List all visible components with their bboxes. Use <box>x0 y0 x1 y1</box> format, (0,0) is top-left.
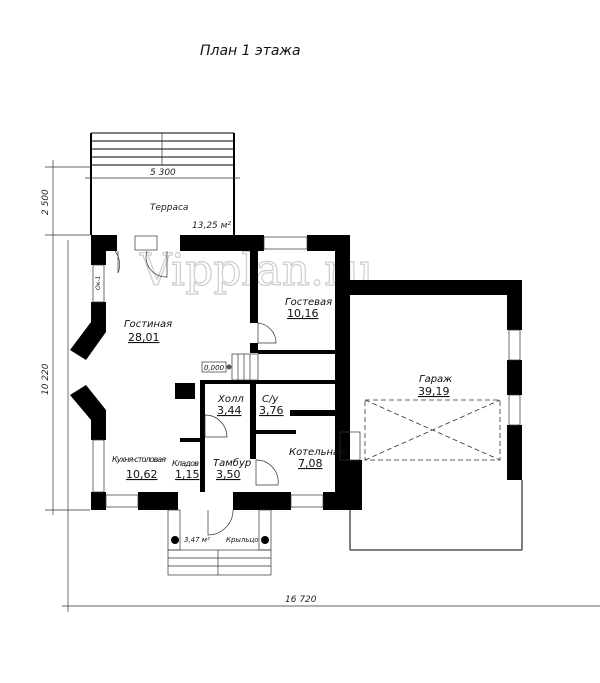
walls <box>70 235 523 551</box>
terrace-width-dim: 5 300 <box>150 168 176 178</box>
total-width-dim: 16 720 <box>285 595 317 605</box>
room-wc-area: 3,76 <box>259 404 284 417</box>
house-depth-dim: 10 220 <box>41 363 51 395</box>
room-guest-name: Гостевая <box>285 297 332 308</box>
room-labels: Гостевая 10,16 Гостиная 28,01 Холл 3,44 … <box>112 297 452 481</box>
room-boiler-name: Котельная <box>289 447 345 458</box>
doors <box>114 250 279 536</box>
room-kitchen-area: 10,62 <box>126 468 158 481</box>
room-vestibule-name: Тамбур <box>213 457 251 469</box>
terrace: 5 300 Терраса 13,25 м² <box>85 132 240 235</box>
room-living-name: Гостиная <box>124 319 172 330</box>
terrace-area: 13,25 м² <box>192 221 231 231</box>
room-living-area: 28,01 <box>128 331 160 344</box>
stairs: 0,000 <box>201 353 361 461</box>
room-vestibule-area: 3,50 <box>216 468 241 481</box>
room-storage-area: 1,15 <box>175 468 200 481</box>
room-garage-name: Гараж <box>419 374 452 385</box>
porch-label: Крыльцо <box>226 536 259 544</box>
room-boiler-area: 7,08 <box>298 457 323 470</box>
room-wc-name: С/у <box>262 394 279 405</box>
garage-parking-spot <box>364 399 501 461</box>
left-dimensions: 2 500 10 220 <box>41 160 90 515</box>
plan-title: План 1 этажа <box>200 43 301 59</box>
room-garage-area: 39,19 <box>418 385 450 398</box>
window-tag: Ок-1 <box>95 276 102 290</box>
room-hall-area: 3,44 <box>217 404 242 417</box>
terrace-label: Терраса <box>150 203 188 213</box>
level-mark: 0,000 <box>204 364 225 372</box>
room-guest-area: 10,16 <box>287 307 319 320</box>
terrace-depth-dim: 2 500 <box>41 189 51 215</box>
room-storage-name: Кладов <box>172 459 199 468</box>
porch: 3,47 м² Крыльцо <box>167 509 272 576</box>
bottom-dimensions: 16 720 <box>62 240 600 612</box>
windows: Ок-1 <box>92 235 521 508</box>
porch-area: 3,47 м² <box>184 536 210 544</box>
room-kitchen-name: Кухня-столовая <box>112 455 166 464</box>
room-hall-name: Холл <box>217 394 244 405</box>
